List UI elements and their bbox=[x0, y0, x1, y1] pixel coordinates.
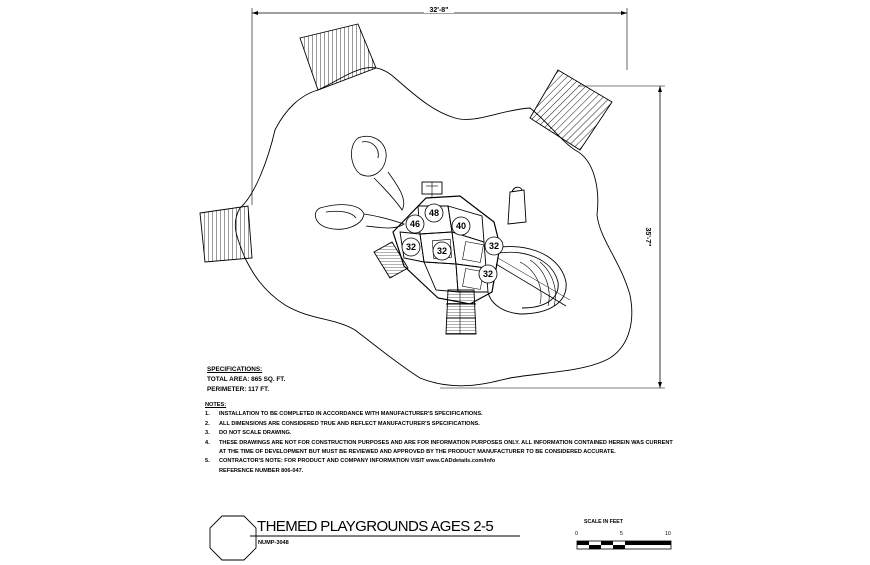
drawing-title: THEMED PLAYGROUNDS AGES 2-5 bbox=[257, 518, 494, 535]
deck-number: 32 bbox=[406, 242, 416, 252]
notes-block: NOTES: 1. INSTALLATION TO BE COMPLETED I… bbox=[205, 401, 675, 476]
note-text: DO NOT SCALE DRAWING. bbox=[219, 430, 292, 437]
note-number: 2. bbox=[205, 420, 210, 427]
note-number: 3. bbox=[205, 430, 210, 437]
note-text: ALL DIMENSIONS ARE CONSIDERED TRUE AND R… bbox=[219, 420, 480, 427]
note-item: 3. DO NOT SCALE DRAWING. bbox=[205, 429, 675, 438]
note-text: REFERENCE NUMBER 806-047. bbox=[219, 467, 304, 474]
specifications-block: SPECIFICATIONS: TOTAL AREA: 865 SQ. FT. … bbox=[207, 365, 285, 395]
width-dimension-label: 32'-8" bbox=[430, 7, 449, 14]
height-dimension-label: 35'-7" bbox=[644, 228, 651, 247]
note-item: 5. CONTRACTOR'S NOTE: FOR PRODUCT AND CO… bbox=[205, 457, 675, 466]
deck-number: 32 bbox=[483, 269, 493, 279]
notes-heading: NOTES: bbox=[205, 402, 227, 408]
scale-label: SCALE IN FEET bbox=[584, 519, 623, 525]
total-area: TOTAL AREA: 865 SQ. FT. bbox=[207, 376, 286, 383]
scale-tick-label: 5 bbox=[620, 531, 623, 537]
note-number bbox=[205, 467, 219, 476]
deck-number: 40 bbox=[456, 221, 466, 231]
note-number: 4. bbox=[205, 439, 210, 446]
note-item: 4. THESE DRAWINGS ARE NOT FOR CONSTRUCTI… bbox=[205, 439, 675, 458]
specifications-heading: SPECIFICATIONS: bbox=[207, 366, 263, 373]
climbing-rocks bbox=[314, 135, 405, 230]
scale-tick-label: 10 bbox=[665, 531, 671, 537]
deck-number: 32 bbox=[489, 241, 499, 251]
width-dimension: 32'-8" bbox=[251, 5, 628, 205]
title-block-octagon bbox=[209, 515, 257, 561]
note-item: 1. INSTALLATION TO BE COMPLETED IN ACCOR… bbox=[205, 410, 675, 419]
note-number: 1. bbox=[205, 411, 210, 418]
deck-number: 46 bbox=[410, 219, 420, 229]
deck-height-labels: 48 40 46 32 32 32 32 bbox=[401, 203, 504, 284]
deck-number: 48 bbox=[429, 208, 439, 218]
perimeter: PERIMETER: 117 FT. bbox=[207, 386, 270, 393]
note-item: REFERENCE NUMBER 806-047. bbox=[205, 467, 675, 476]
note-number: 5. bbox=[205, 458, 210, 465]
note-text: THESE DRAWINGS ARE NOT FOR CONSTRUCTION … bbox=[219, 439, 673, 456]
note-item: 2. ALL DIMENSIONS ARE CONSIDERED TRUE AN… bbox=[205, 420, 675, 429]
drawing-number: NUMP-3048 bbox=[258, 540, 289, 546]
scale-bar bbox=[576, 540, 672, 550]
height-dimension: 35'-7" bbox=[440, 85, 665, 389]
hatched-pad-top-left bbox=[299, 23, 377, 91]
scale-tick-label: 0 bbox=[575, 531, 578, 537]
hatched-pad-left bbox=[199, 205, 253, 263]
deck-number: 32 bbox=[437, 246, 447, 256]
note-text: INSTALLATION TO BE COMPLETED IN ACCORDAN… bbox=[219, 411, 483, 418]
note-text: CONTRACTOR'S NOTE: FOR PRODUCT AND COMPA… bbox=[219, 458, 496, 465]
hatched-pad-top-right bbox=[529, 69, 613, 151]
